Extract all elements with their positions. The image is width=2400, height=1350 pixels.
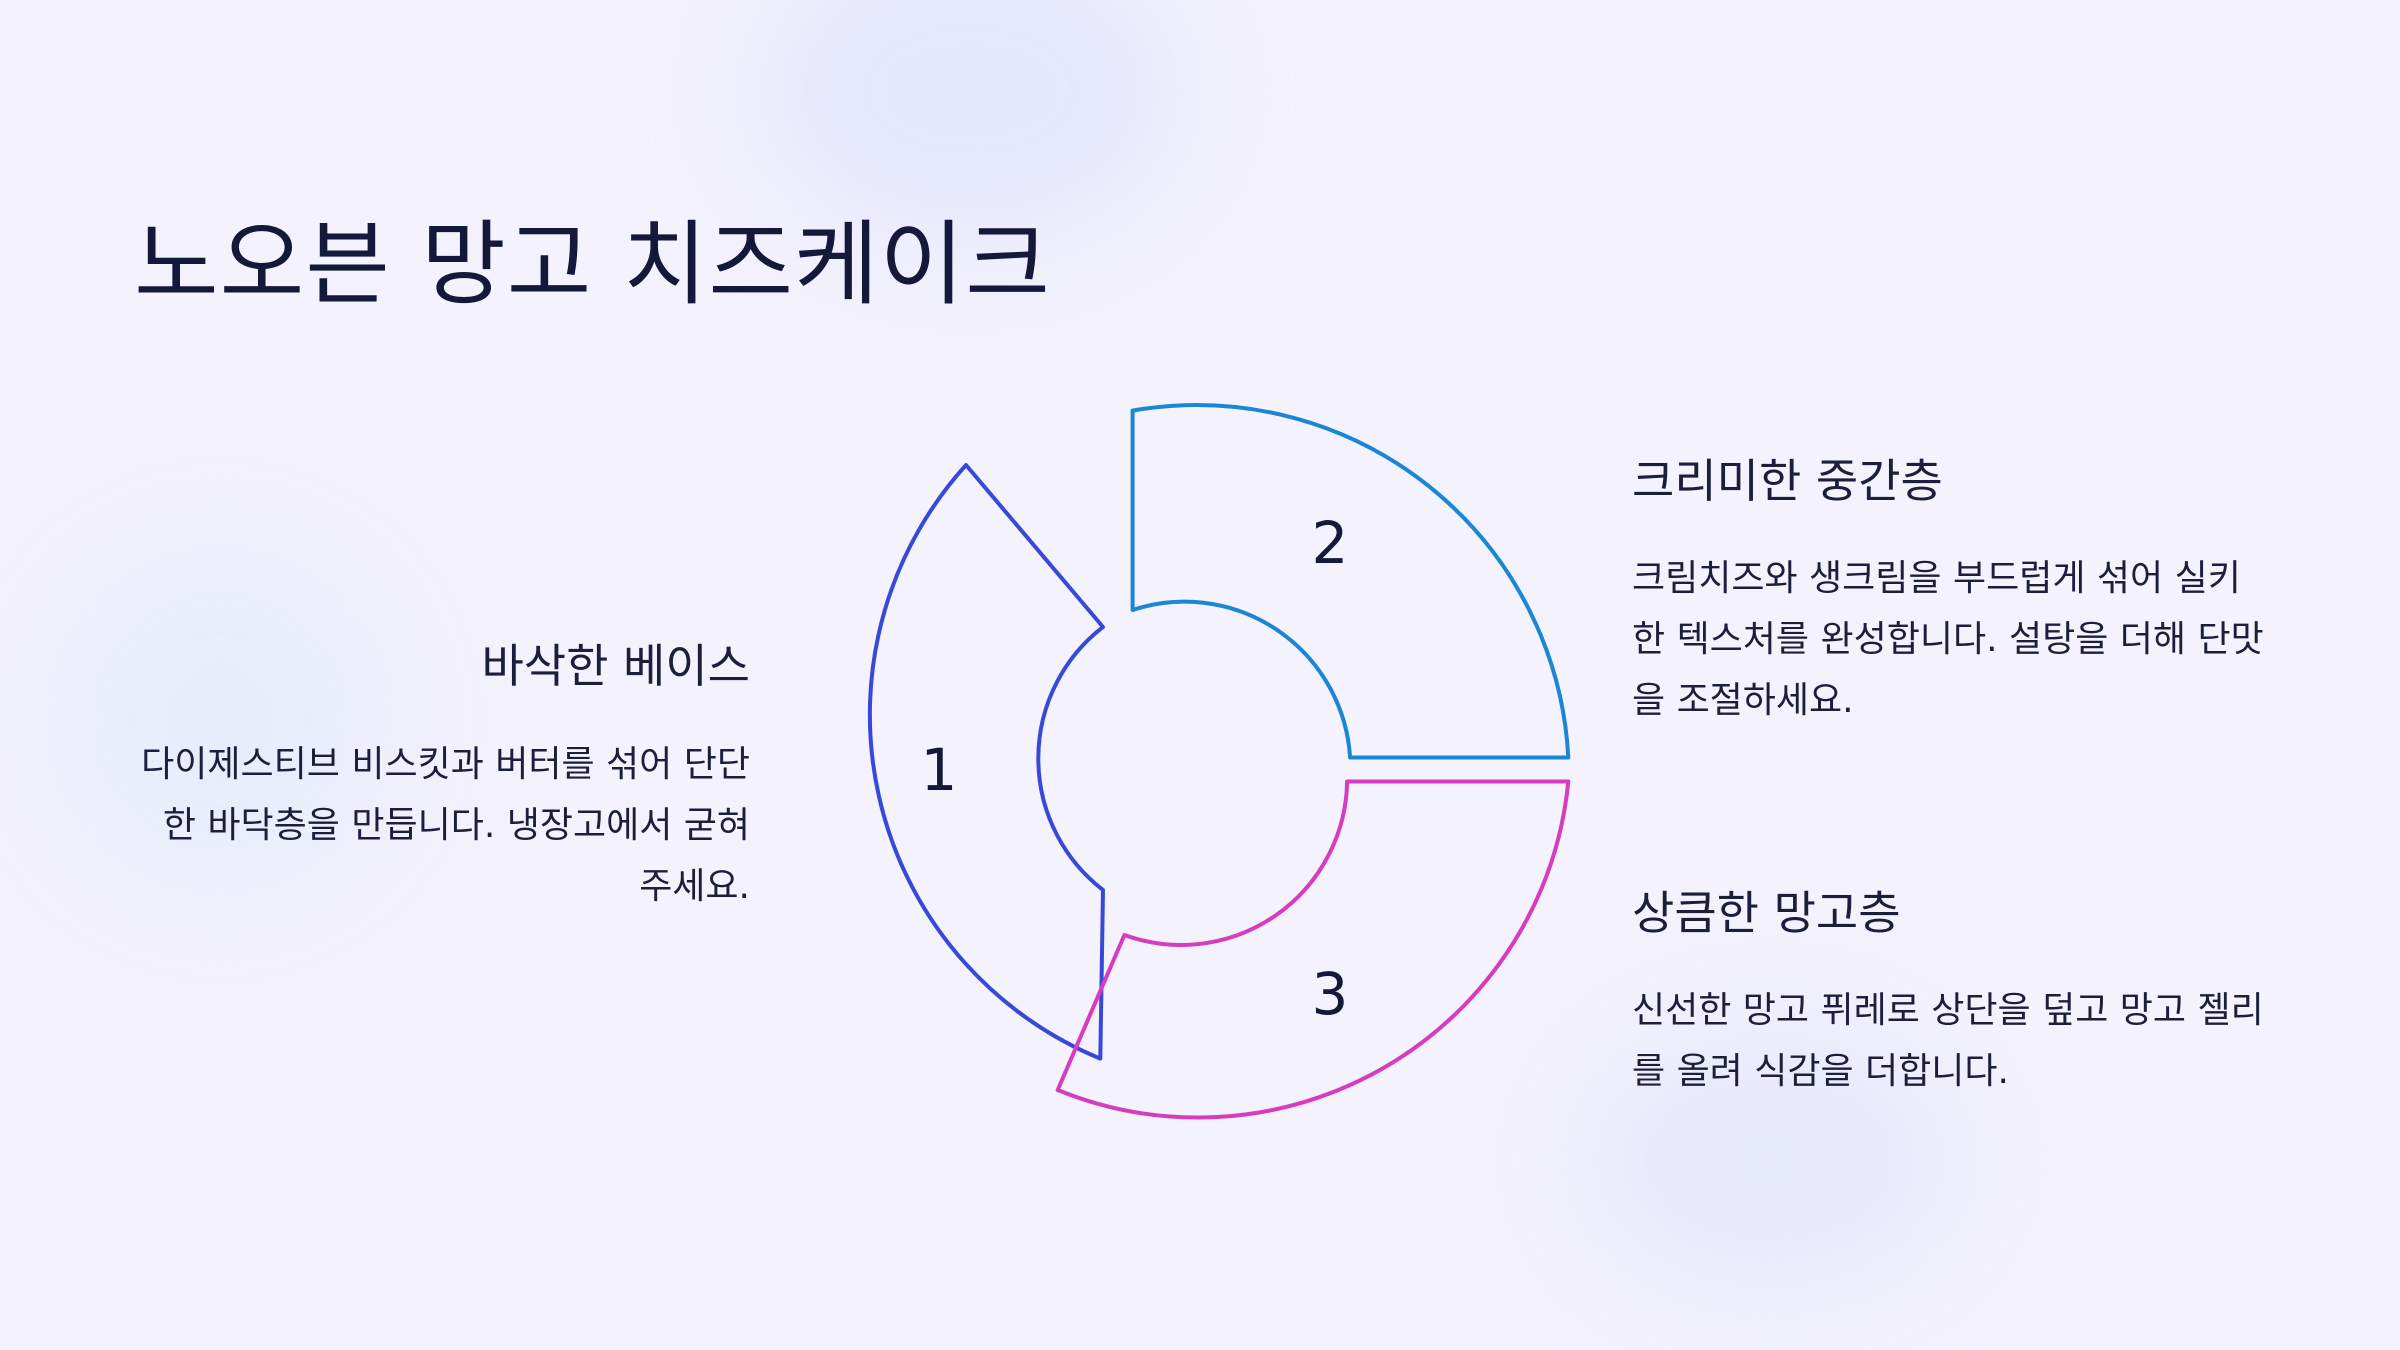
segment-3-heading: 상큼한 망고층 <box>1632 886 1901 940</box>
segment-1-text: 다이제스티브 비스킷과 버터를 섞어 단단한 바닥층을 만듭니다. 냉장고에서 … <box>141 744 750 907</box>
segment-2-text: 크림치즈와 생크림을 부드럽게 섞어 실키한 텍스처를 완성합니다. 설탕을 더… <box>1632 558 2264 721</box>
segment-1-description: 바삭한 베이스 다이제스티브 비스킷과 버터를 섞어 단단한 바닥층을 만듭니다… <box>130 630 750 917</box>
segment-1-heading: 바삭한 베이스 <box>481 639 750 693</box>
segment-1-shape <box>867 463 1105 1061</box>
segment-3-shape <box>1055 779 1571 1120</box>
page-title: 노오븐 망고 치즈케이크 <box>134 211 1051 318</box>
segment-1-number: 1 <box>921 736 958 804</box>
segment-3-number: 3 <box>1312 960 1349 1028</box>
segment-2-number: 2 <box>1312 509 1349 577</box>
segment-3-description: 상큼한 망고층 신선한 망고 퓌레로 상단을 덮고 망고 젤리를 올려 식감을 … <box>1632 877 2272 1102</box>
segment-2-shape <box>1130 403 1571 760</box>
segment-2-description: 크리미한 중간층 크림치즈와 생크림을 부드럽게 섞어 실키한 텍스처를 완성합… <box>1632 445 2272 731</box>
segment-2-heading: 크리미한 중간층 <box>1632 454 1943 508</box>
segment-3-text: 신선한 망고 퓌레로 상단을 덮고 망고 젤리를 올려 식감을 더합니다. <box>1632 990 2264 1092</box>
